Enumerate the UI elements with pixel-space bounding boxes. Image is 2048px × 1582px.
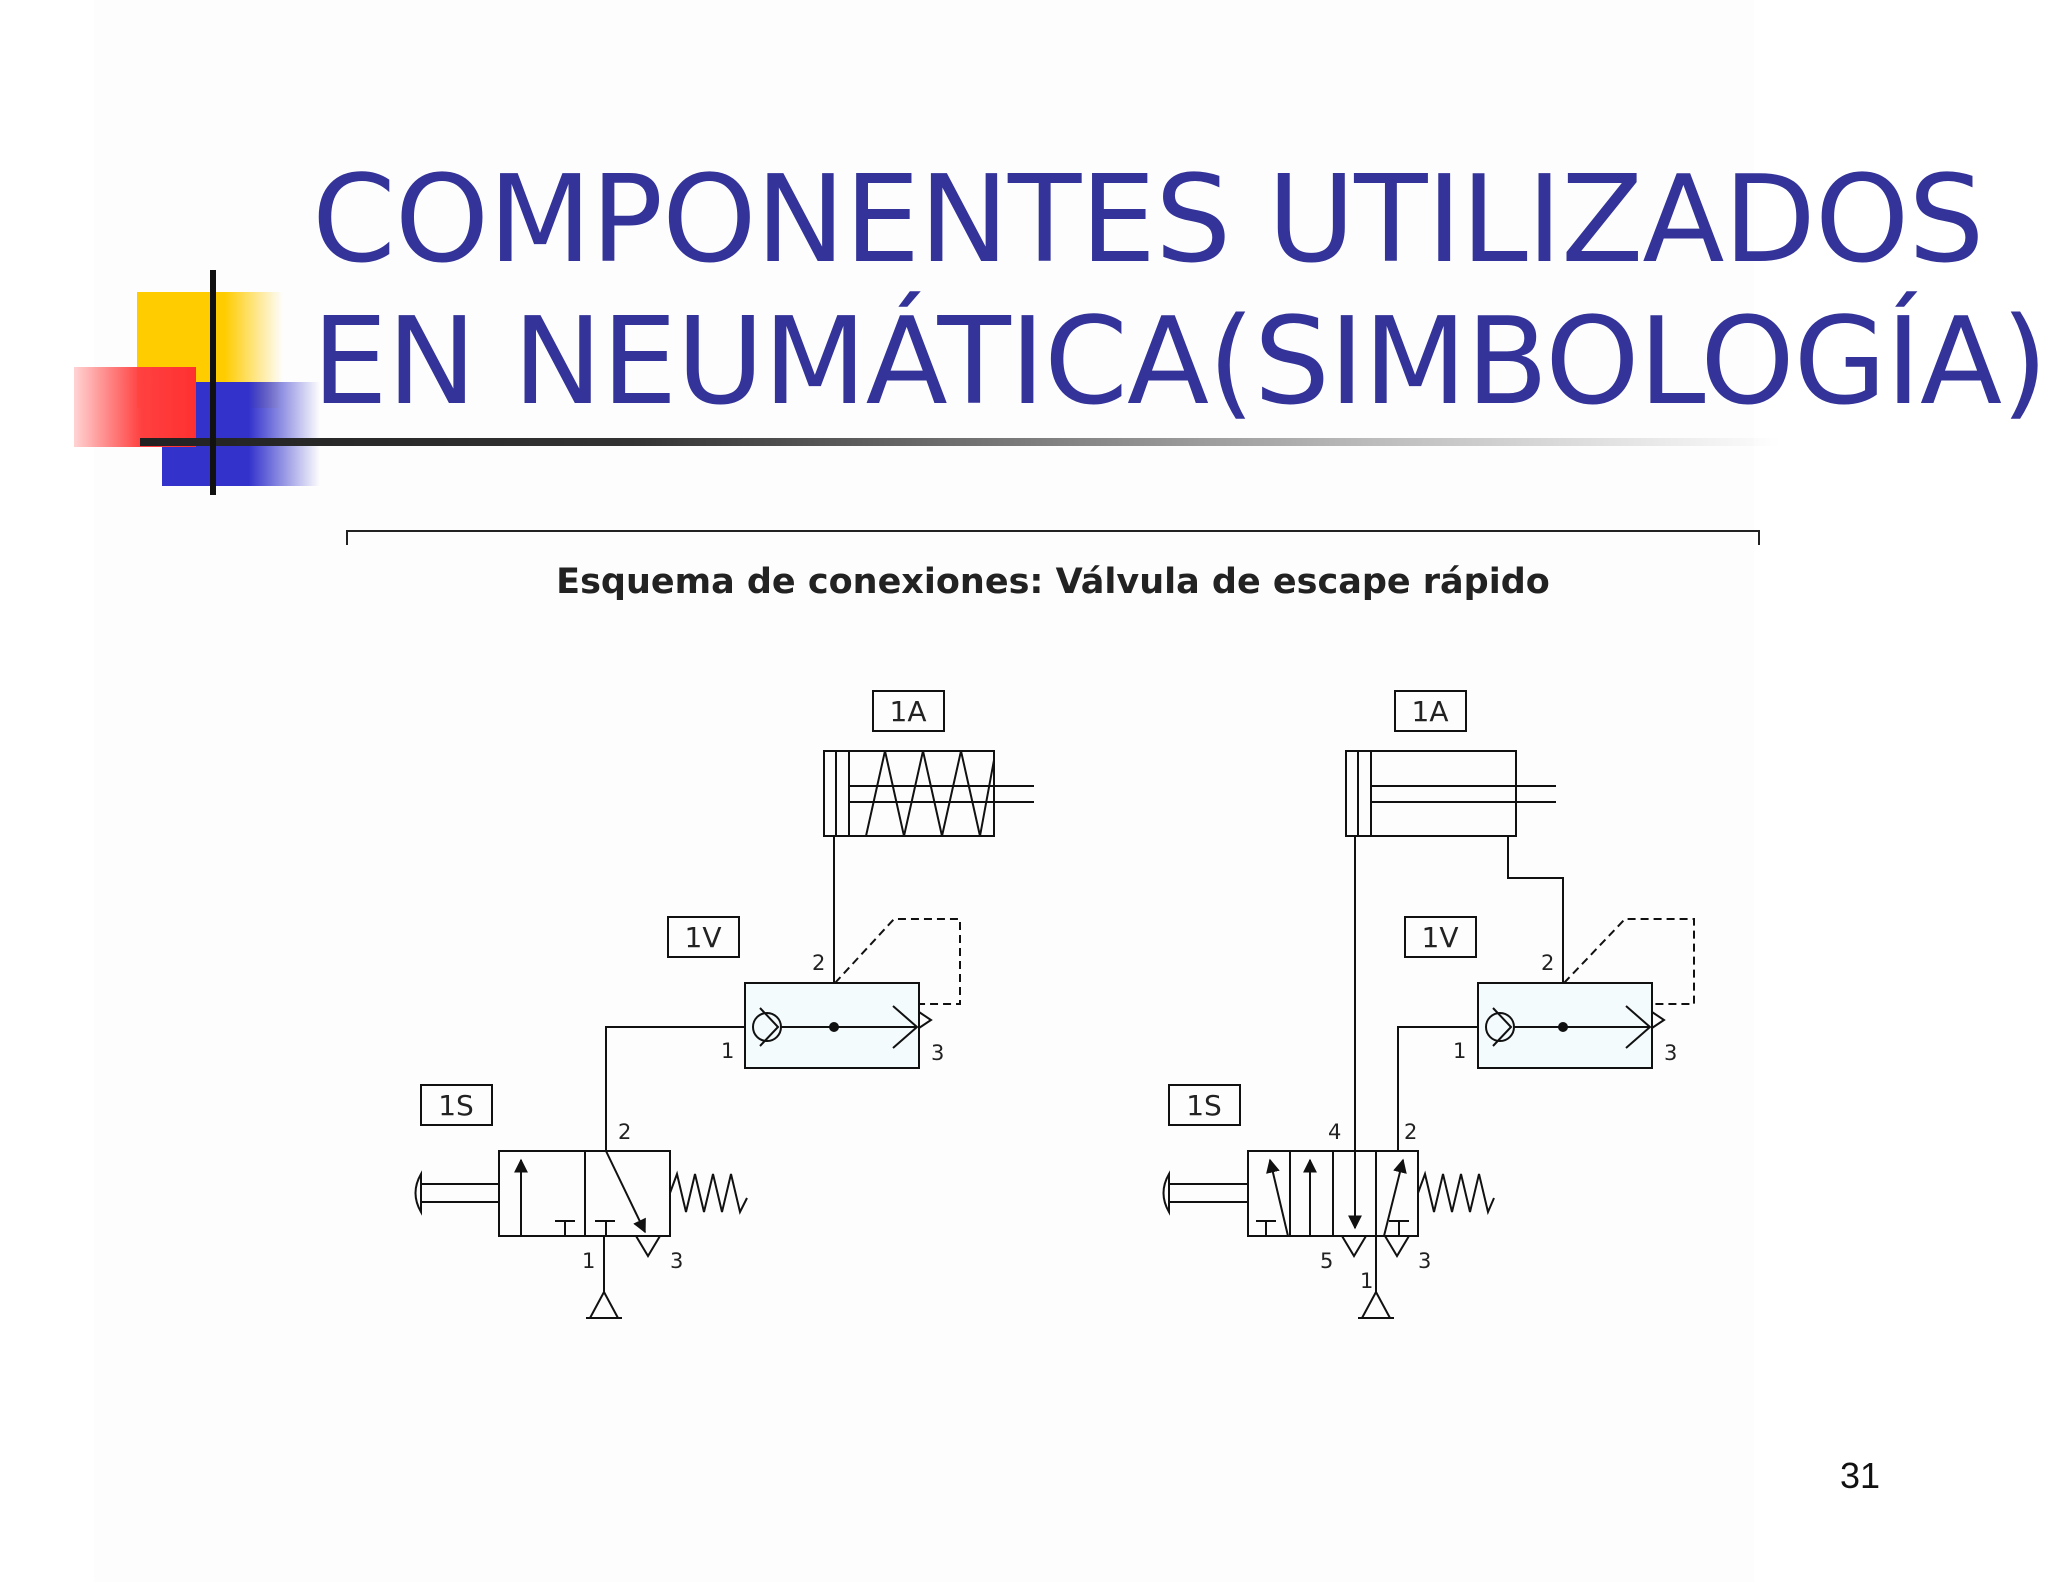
right-double-acting-cylinder [1345, 750, 1556, 837]
left-circuit [414, 690, 1034, 1319]
right-switch-port-2: 2 [1404, 1120, 1417, 1144]
right-valve-label-box [1404, 916, 1477, 958]
right-switch-port-4: 4 [1328, 1120, 1341, 1144]
right-cylinder-label: 1A [1412, 695, 1449, 728]
left-switch-label-box [420, 1084, 493, 1126]
right-cylinder-label-box [1394, 690, 1467, 732]
right-quick-exhaust-valve [1477, 918, 1695, 1069]
right-circuit [1162, 690, 1695, 1319]
page-number: 31 [1840, 1455, 1881, 1496]
vertical-accent-line [210, 270, 216, 495]
left-cylinder-label-box [872, 690, 945, 732]
right-switch-port-3: 3 [1418, 1249, 1431, 1273]
title-line-2: EN NEUMÁTICA(SIMBOLOGÍA) [312, 293, 2048, 432]
right-5-2-valve [1162, 1150, 1495, 1319]
left-3-2-valve [414, 1150, 748, 1319]
right-supply-line [1397, 1026, 1478, 1151]
right-valve-label: 1V [1422, 921, 1459, 954]
caption-bracket [346, 530, 1760, 545]
left-single-acting-cylinder [823, 750, 1034, 837]
right-switch-label: 1S [1186, 1089, 1222, 1122]
right-switch-label-box [1168, 1084, 1241, 1126]
slide-title: COMPONENTES UTILIZADOS EN NEUMÁTICA(SIMB… [312, 150, 2048, 434]
right-valve-port-3: 3 [1664, 1041, 1677, 1065]
red-square-decoration [74, 367, 196, 447]
title-line-1: COMPONENTES UTILIZADOS [312, 151, 1984, 290]
left-switch-label: 1S [438, 1089, 474, 1122]
left-quick-exhaust-valve [744, 918, 961, 1069]
left-valve-port-3: 3 [931, 1041, 944, 1065]
left-supply-line [605, 1026, 745, 1151]
left-valve-label: 1V [685, 921, 722, 954]
right-valve-port-2: 2 [1541, 951, 1554, 975]
slide-background [94, 0, 1754, 1582]
left-valve-label-box [667, 916, 740, 958]
right-switch-port-5: 5 [1320, 1249, 1333, 1273]
left-valve-port-2: 2 [812, 951, 825, 975]
left-cylinder-label: 1A [890, 695, 927, 728]
left-valve-port-1: 1 [721, 1039, 734, 1063]
left-switch-port-1: 1 [582, 1249, 595, 1273]
right-valve-port-1: 1 [1453, 1039, 1466, 1063]
left-switch-port-2: 2 [618, 1120, 631, 1144]
left-switch-port-3: 3 [670, 1249, 683, 1273]
figure-caption: Esquema de conexiones: Válvula de escape… [556, 562, 1550, 602]
right-cylinder-line-b [1507, 836, 1564, 1027]
title-underline [140, 438, 1780, 446]
right-switch-port-1: 1 [1360, 1269, 1373, 1293]
